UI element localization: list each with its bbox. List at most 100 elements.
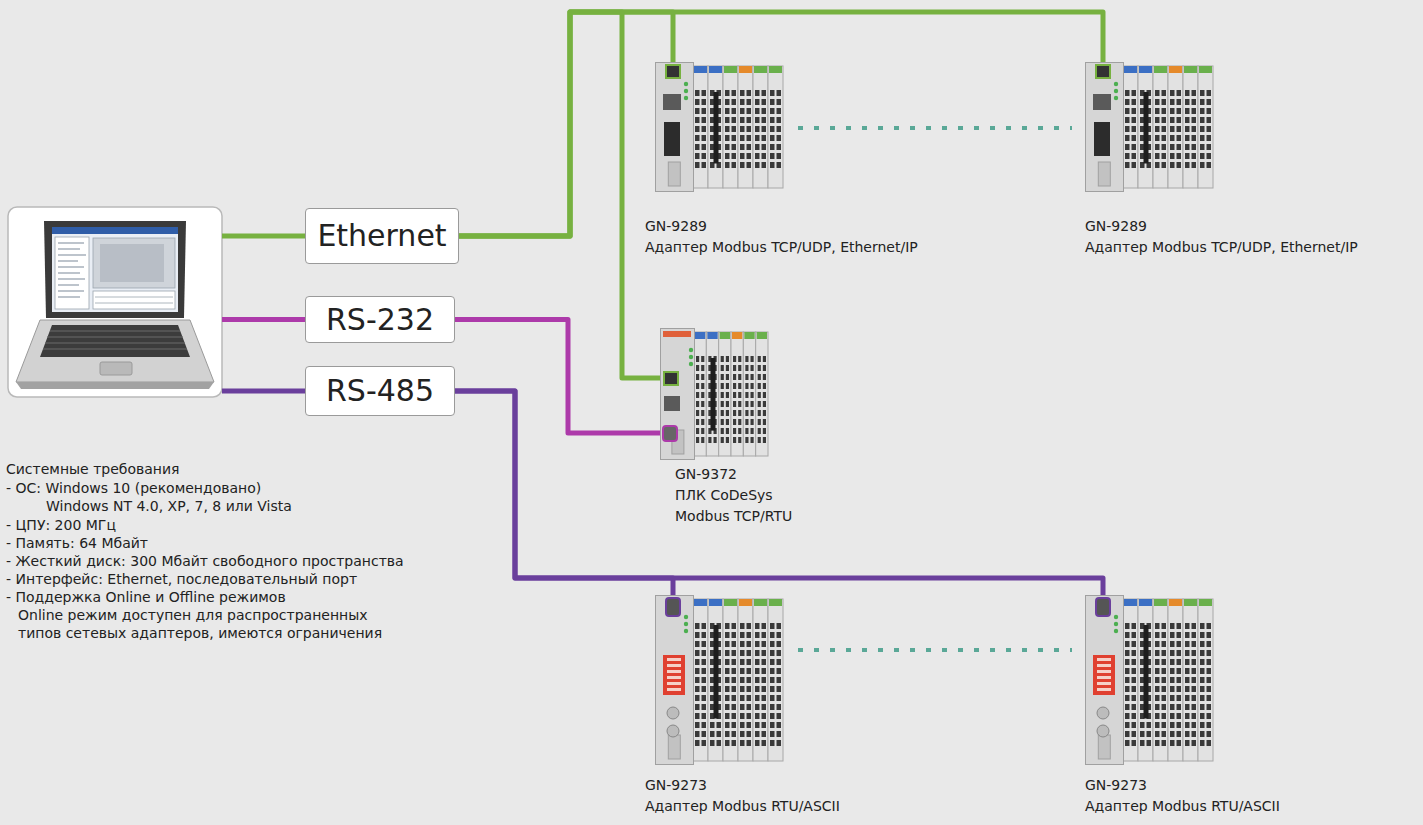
dip-lever <box>1097 688 1111 691</box>
terminal <box>1177 677 1182 683</box>
interface-box: RS-232 <box>305 296 455 343</box>
terminal <box>1155 108 1160 114</box>
io-module <box>768 66 783 188</box>
terminal <box>1162 722 1167 728</box>
terminal <box>770 135 775 141</box>
device-module: GN-9273Адаптер Modbus RTU/ASCII <box>1085 595 1215 765</box>
module-cap <box>1124 66 1137 73</box>
terminal <box>763 428 766 434</box>
terminal <box>726 419 729 425</box>
network-cable <box>459 12 673 236</box>
rotary-knob <box>1097 707 1109 719</box>
terminal <box>1125 659 1130 665</box>
status-led <box>684 96 688 100</box>
terminal <box>1155 731 1160 737</box>
terminal <box>1200 722 1205 728</box>
terminal <box>1125 713 1130 719</box>
terminal <box>770 677 775 683</box>
terminal <box>1200 108 1205 114</box>
terminal <box>732 144 737 150</box>
terminal <box>1155 695 1160 701</box>
model-number: GN-9372 <box>675 464 825 485</box>
terminal <box>725 650 730 656</box>
terminal <box>1192 704 1197 710</box>
terminal <box>726 437 729 443</box>
terminal <box>763 356 766 362</box>
terminal <box>725 704 730 710</box>
terminal <box>1170 135 1175 141</box>
terminal <box>1185 650 1190 656</box>
terminal <box>762 144 767 150</box>
io-module <box>1123 599 1138 761</box>
terminal <box>725 144 730 150</box>
terminal <box>762 695 767 701</box>
terminal <box>1200 126 1205 132</box>
terminal <box>738 365 741 371</box>
status-led <box>1114 82 1118 86</box>
terminal <box>725 126 730 132</box>
terminal <box>770 740 775 746</box>
terminal <box>695 632 700 638</box>
terminal <box>701 365 704 371</box>
terminal <box>745 374 748 380</box>
terminal <box>725 677 730 683</box>
terminal <box>755 162 760 168</box>
terminal <box>696 419 699 425</box>
device-illustration <box>655 62 785 192</box>
dip-lever <box>1097 682 1111 685</box>
terminal <box>1200 144 1205 150</box>
terminal <box>1177 153 1182 159</box>
terminal <box>758 401 761 407</box>
module-cap <box>732 332 742 339</box>
ethernet-port <box>664 372 678 385</box>
terminal <box>758 428 761 434</box>
terminal <box>740 722 745 728</box>
terminal <box>751 383 754 389</box>
terminal <box>1170 632 1175 638</box>
terminal <box>733 419 736 425</box>
head-latch <box>1098 162 1110 186</box>
terminal <box>695 731 700 737</box>
terminal <box>702 641 707 647</box>
terminal <box>1162 99 1167 105</box>
terminal <box>1125 153 1130 159</box>
terminal <box>696 437 699 443</box>
dip-lever <box>1097 664 1111 667</box>
terminal <box>740 740 745 746</box>
terminal <box>1125 704 1130 710</box>
terminal <box>714 437 717 443</box>
requirements-item: - ОС: Windows 10 (рекомендовано) <box>6 479 261 497</box>
terminal <box>1140 740 1145 746</box>
terminal <box>732 668 737 674</box>
terminal <box>1185 99 1190 105</box>
terminal <box>1192 731 1197 737</box>
terminal <box>1162 695 1167 701</box>
terminal <box>777 99 782 105</box>
terminal <box>1162 623 1167 629</box>
terminal <box>747 99 752 105</box>
terminal <box>1132 731 1137 737</box>
model-number: GN-9289 <box>1085 216 1358 237</box>
terminal <box>726 374 729 380</box>
terminal <box>1207 108 1212 114</box>
terminal <box>762 677 767 683</box>
terminal <box>1200 731 1205 737</box>
terminal <box>1185 695 1190 701</box>
terminal <box>762 659 767 665</box>
terminal <box>747 108 752 114</box>
terminal <box>702 135 707 141</box>
terminal <box>1162 162 1167 168</box>
terminal <box>763 401 766 407</box>
terminal <box>777 632 782 638</box>
terminal <box>755 659 760 665</box>
terminal <box>701 437 704 443</box>
io-module <box>768 599 783 761</box>
terminal <box>695 713 700 719</box>
terminal <box>1177 641 1182 647</box>
terminal <box>702 162 707 168</box>
terminal <box>1192 632 1197 638</box>
terminal <box>738 437 741 443</box>
terminal <box>1200 704 1205 710</box>
module-cap <box>1154 66 1167 73</box>
terminal <box>1125 135 1130 141</box>
